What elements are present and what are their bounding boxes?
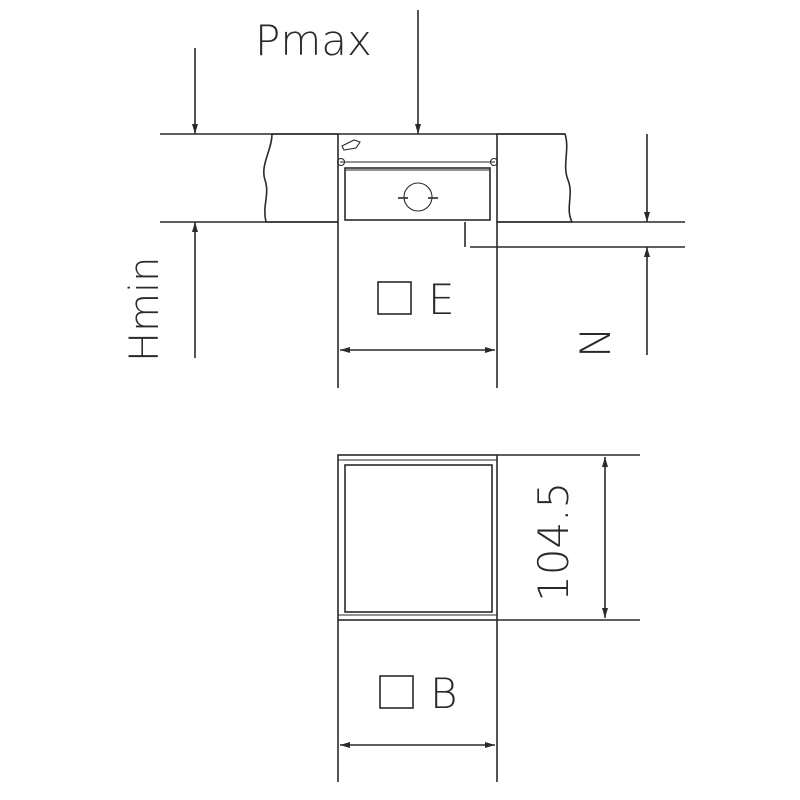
floor-box-section xyxy=(336,139,499,221)
height-value: 104.5 xyxy=(529,482,578,602)
square-symbol-icon xyxy=(379,675,414,709)
box-outline xyxy=(337,454,498,621)
box-inner xyxy=(344,464,493,613)
lid-latch-icon xyxy=(341,139,361,151)
b-label: B xyxy=(430,669,458,718)
plan-view: 104.5 B xyxy=(337,454,640,782)
hatched-floor-left xyxy=(263,133,339,223)
section-view: Pmax Hmin E N xyxy=(122,10,685,388)
e-label: E xyxy=(428,275,455,324)
hmin-label: Hmin xyxy=(122,256,168,362)
pmax-label: Pmax xyxy=(255,16,372,65)
n-label: N xyxy=(571,327,620,358)
square-symbol-icon xyxy=(377,281,412,315)
cable-outlet-icon xyxy=(403,182,433,212)
hatched-floor-right xyxy=(496,133,574,223)
